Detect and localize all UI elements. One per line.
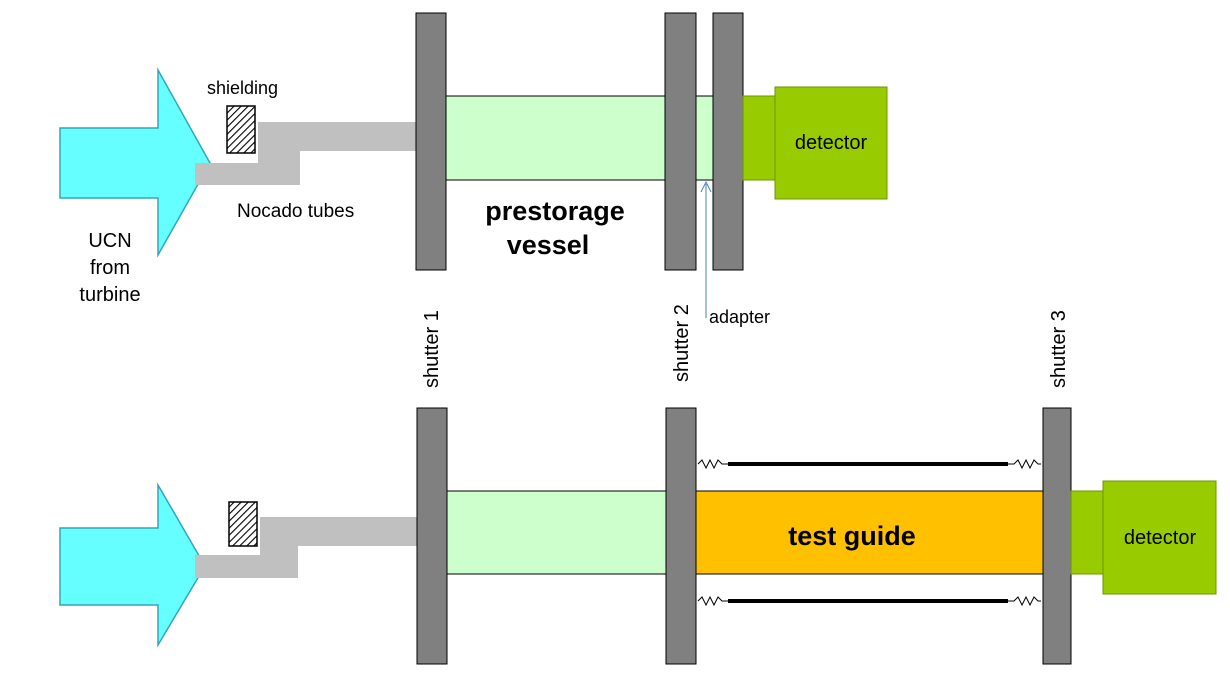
nocado-tubes-top: [195, 122, 418, 185]
shutter-1-label: shutter 1: [421, 310, 443, 388]
adapter-label: adapter: [709, 307, 770, 327]
nocado-tubes-bottom: [195, 517, 418, 578]
ucn-label-line1: UCN: [88, 230, 131, 252]
vessel-bottom: [446, 490, 667, 575]
adapter-piece: [695, 95, 714, 181]
detector-bottom-label: detector: [1124, 527, 1197, 549]
shutter-1-top: [415, 12, 447, 271]
detector-top: [774, 86, 888, 200]
shutter-2-top: [664, 12, 697, 271]
prestorage-label-line2: vessel: [507, 230, 590, 260]
ucn-arrow-top: [59, 67, 211, 258]
shutter-3-label: shutter 3: [1048, 310, 1070, 388]
adapter-shutter: [712, 12, 744, 271]
shutter-1-bottom: [416, 407, 448, 665]
detector-bottom: [1102, 480, 1217, 595]
test-guide-label: test guide: [788, 521, 916, 551]
detector-top-label: detector: [795, 132, 868, 154]
shielding-label: shielding: [207, 78, 278, 98]
bellows-spring-bottom-right: [1008, 595, 1041, 607]
ucn-label-line3: turbine: [79, 284, 140, 306]
shielding-block-top: [226, 105, 256, 154]
bellows-spring-bottom-left: [697, 595, 728, 607]
shutter-3-bottom: [1042, 407, 1072, 665]
bellows-spring-top-right: [1008, 458, 1041, 470]
detector-neck-bottom: [1070, 490, 1104, 575]
shielding-block-bottom: [228, 501, 258, 547]
ucn-arrow-bottom: [59, 482, 206, 648]
shutter-2-label: shutter 2: [671, 304, 693, 382]
bottom-configuration: test guide detector: [59, 407, 1217, 665]
adapter-pointer-arrowhead: [700, 180, 712, 193]
nocado-tubes-label: Nocado tubes: [237, 201, 354, 222]
detector-neck-top: [742, 95, 777, 181]
prestorage-label-line1: prestorage: [485, 196, 625, 226]
top-configuration: shielding Nocado tubes UCN from turbine …: [59, 12, 888, 327]
ucn-label-line2: from: [90, 257, 130, 279]
prestorage-vessel: [445, 95, 666, 181]
shutter-2-bottom: [665, 407, 697, 665]
bellows-spring-top-left: [697, 458, 728, 470]
